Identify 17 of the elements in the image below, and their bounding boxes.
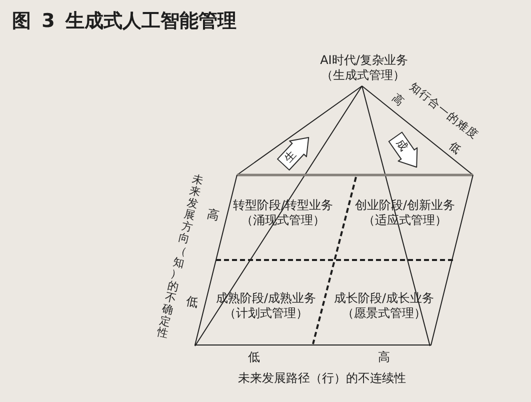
figure-title: 图 3 生成式人工智能管理 [12, 9, 236, 33]
management-style-label: （涌现式管理） [241, 212, 325, 228]
axis-title: 知行合一的难度 [406, 80, 482, 142]
arrow-label: 成 [393, 138, 410, 154]
stage-label: 转型阶段/转型业务 [232, 198, 334, 212]
axis-end-label: 高 [378, 350, 390, 364]
arrow-label: 生 [282, 148, 299, 165]
axis-end-label: 低 [248, 350, 260, 364]
axis-end-label: 低 [184, 294, 200, 310]
management-style-label: （计划式管理） [224, 306, 308, 320]
apex-subtitle: （生成式管理） [321, 68, 405, 82]
axis-end-label: 低 [446, 139, 464, 157]
management-style-label: （愿景式管理） [342, 306, 426, 320]
axis-end-label: 高 [390, 91, 406, 109]
axis-title: 未来发展路径（行）的不连续性 [238, 370, 406, 386]
apex-title: AI时代/复杂业务 [320, 52, 408, 68]
axis-end-label: 高 [206, 206, 220, 224]
